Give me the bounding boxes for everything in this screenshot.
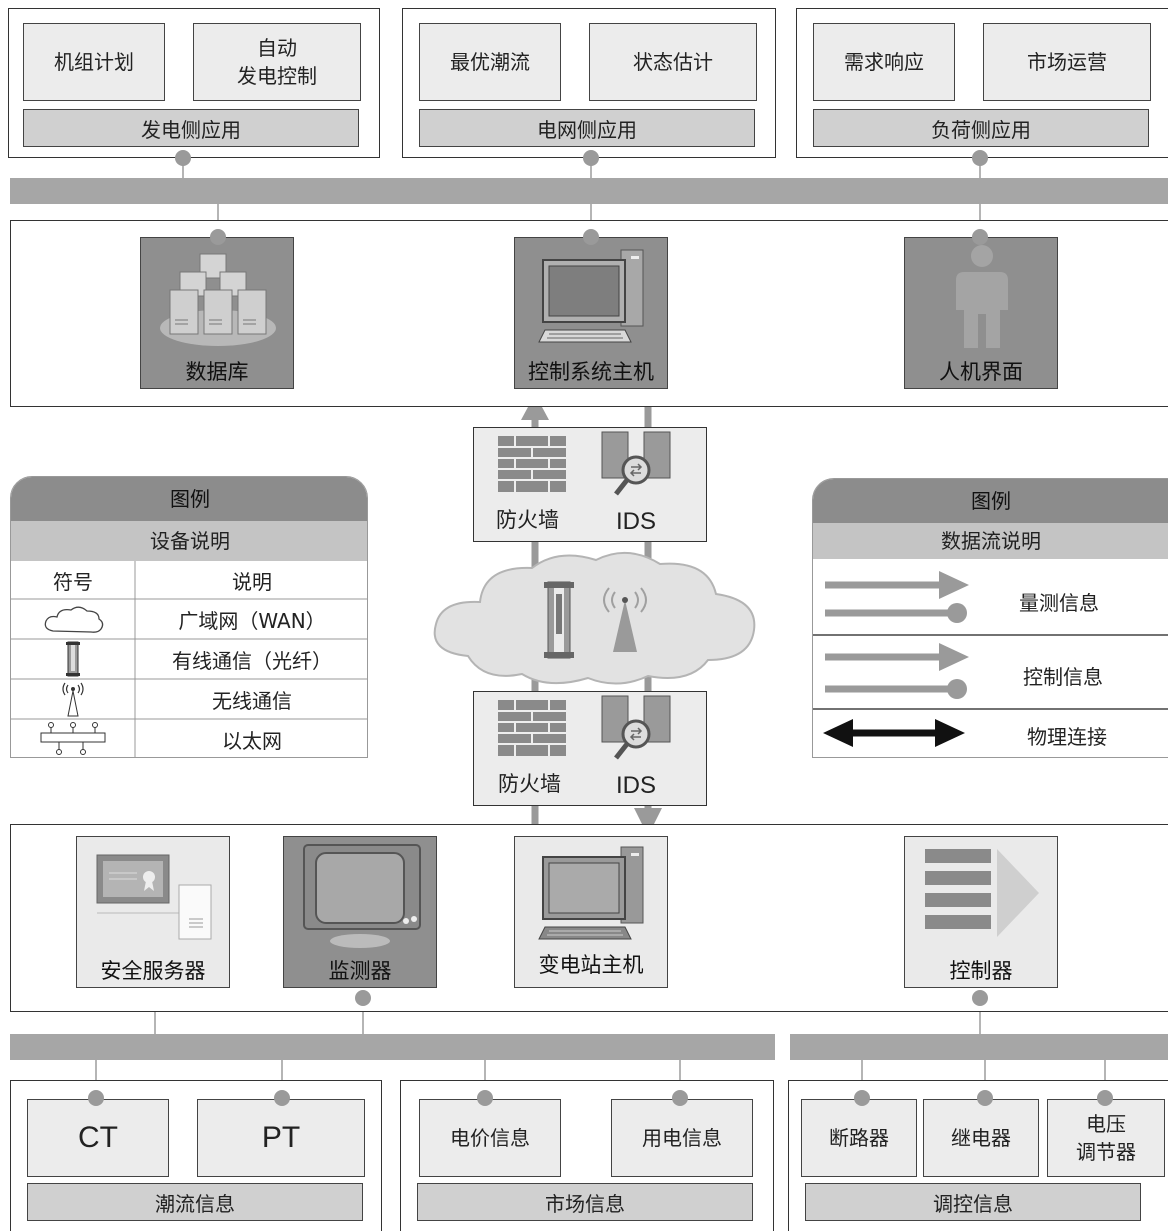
legend-row-wireless: 无线通信 [212, 688, 292, 713]
demand-response-box[interactable]: 需求响应 [813, 23, 955, 101]
legend-col-symbol: 符号 [53, 569, 93, 594]
price-info-box[interactable]: 电价信息 [419, 1099, 561, 1177]
consumption-info-box[interactable]: 用电信息 [611, 1099, 753, 1177]
agc-box[interactable]: 自动 发电控制 [193, 23, 361, 101]
firewall-label: 防火墙 [496, 508, 559, 532]
legend-table: 符号 说明 广域网（WAN） 有线通信（光纤） 无线通信 以太网 [11, 561, 367, 757]
market-operation-box[interactable]: 市场运营 [983, 23, 1151, 101]
controller-node[interactable]: 控制器 [904, 836, 1058, 988]
firewall-label: 防火墙 [498, 772, 561, 796]
ids-label: IDS [616, 772, 657, 799]
legend-row-fiber: 有线通信（光纤） [172, 648, 332, 673]
connector-dot [972, 229, 988, 245]
legend-flow-measure: 量测信息 [1019, 591, 1099, 615]
computer-icon [538, 249, 644, 343]
power-flow-bar: 潮流信息 [27, 1183, 363, 1221]
legend-grid [11, 561, 367, 757]
database-icon [160, 253, 276, 346]
connector-dot [854, 1090, 870, 1106]
legend-row-ethernet: 以太网 [222, 728, 282, 753]
substation-host-node[interactable]: 变电站主机 [514, 836, 668, 988]
generation-side-panel: 机组计划 自动 发电控制 发电侧应用 [8, 8, 380, 158]
breaker-box[interactable]: 断路器 [801, 1099, 917, 1177]
wireless-antenna-icon [603, 587, 647, 652]
security-box-lower: 防火墙 IDS [473, 691, 707, 806]
control-host-label: 控制系统主机 [528, 360, 654, 384]
hmi-label: 人机界面 [939, 360, 1023, 384]
legend-subtitle: 设备说明 [11, 521, 367, 561]
ids-icon [601, 695, 671, 760]
firewall-icon [498, 436, 566, 492]
connector-dot [175, 150, 191, 166]
connector-dot [355, 990, 371, 1006]
control-host-node[interactable]: 控制系统主机 [514, 237, 668, 389]
legend-col-desc: 说明 [232, 569, 272, 594]
dataflow-legend: 图例 数据流说明 量测信息 控制信息 物理连接 [812, 478, 1168, 758]
connector-dot [972, 150, 988, 166]
ids-icon [601, 431, 671, 496]
grid-side-panel: 最优潮流 状态估计 电网侧应用 [402, 8, 776, 158]
database-label: 数据库 [185, 360, 249, 384]
controller-icon [925, 849, 1039, 937]
monitor-icon [303, 844, 421, 948]
fiber-icon [544, 581, 574, 659]
connector-dot [972, 990, 988, 1006]
unit-commitment-box[interactable]: 机组计划 [23, 23, 165, 101]
security-box-upper: 防火墙 IDS [473, 427, 707, 542]
bottom-bus-right [790, 1034, 1168, 1060]
wireless-antenna-icon [62, 682, 84, 717]
device-legend: 图例 设备说明 符号 说明 广域网（WAN） 有线通信（光纤） [10, 476, 368, 758]
connector-dot [88, 1090, 104, 1106]
security-server-node[interactable]: 安全服务器 [76, 836, 230, 988]
monitor-node[interactable]: 监测器 [283, 836, 437, 988]
connector-dot [477, 1090, 493, 1106]
legend-subtitle: 数据流说明 [813, 523, 1168, 559]
person-icon [956, 245, 1008, 348]
legend-title: 图例 [11, 477, 367, 521]
controller-label: 控制器 [949, 959, 1013, 983]
relay-box[interactable]: 继电器 [923, 1099, 1039, 1177]
connector-dot [977, 1090, 993, 1106]
firewall-icon [498, 700, 566, 756]
pt-box[interactable]: PT [197, 1099, 365, 1177]
database-node[interactable]: 数据库 [140, 237, 294, 389]
connector-dot [1097, 1090, 1113, 1106]
connector-dot [210, 229, 226, 245]
generation-side-bar: 发电侧应用 [23, 109, 359, 147]
fiber-icon [66, 641, 80, 677]
cloud-icon [44, 606, 104, 633]
ct-box[interactable]: CT [27, 1099, 169, 1177]
connector-dot [274, 1090, 290, 1106]
monitor-label: 监测器 [328, 959, 392, 983]
connector-dot [672, 1090, 688, 1106]
connector-dot [583, 229, 599, 245]
voltage-regulator-box[interactable]: 电压 调节器 [1047, 1099, 1165, 1177]
legend-title: 图例 [813, 479, 1168, 523]
state-estimation-box[interactable]: 状态估计 [589, 23, 757, 101]
market-panel: 电价信息 用电信息 市场信息 [400, 1080, 774, 1231]
wan-cloud-icon [433, 551, 756, 685]
market-bar: 市场信息 [417, 1183, 753, 1221]
legend-row-wan: 广域网（WAN） [178, 608, 326, 633]
certificate-icon [96, 854, 212, 940]
legend-flow-physical: 物理连接 [1027, 725, 1107, 749]
ids-label: IDS [616, 508, 657, 535]
grid-side-bar: 电网侧应用 [419, 109, 755, 147]
bottom-bus-left [10, 1034, 775, 1060]
optimal-power-flow-box[interactable]: 最优潮流 [419, 23, 561, 101]
security-server-label: 安全服务器 [100, 959, 206, 983]
regulation-bar: 调控信息 [805, 1183, 1141, 1221]
ethernet-icon [40, 722, 106, 755]
computer-icon [538, 846, 644, 940]
load-side-panel: 需求响应 市场运营 负荷侧应用 [796, 8, 1168, 158]
legend-flow-control: 控制信息 [1023, 665, 1103, 689]
top-bus [10, 178, 1168, 204]
substation-host-label: 变电站主机 [538, 953, 644, 977]
legend-flow-grid [813, 571, 1168, 747]
load-side-bar: 负荷侧应用 [813, 109, 1149, 147]
hmi-node[interactable]: 人机界面 [904, 237, 1058, 389]
power-flow-panel: CT PT 潮流信息 [10, 1080, 382, 1231]
connector-dot [583, 150, 599, 166]
